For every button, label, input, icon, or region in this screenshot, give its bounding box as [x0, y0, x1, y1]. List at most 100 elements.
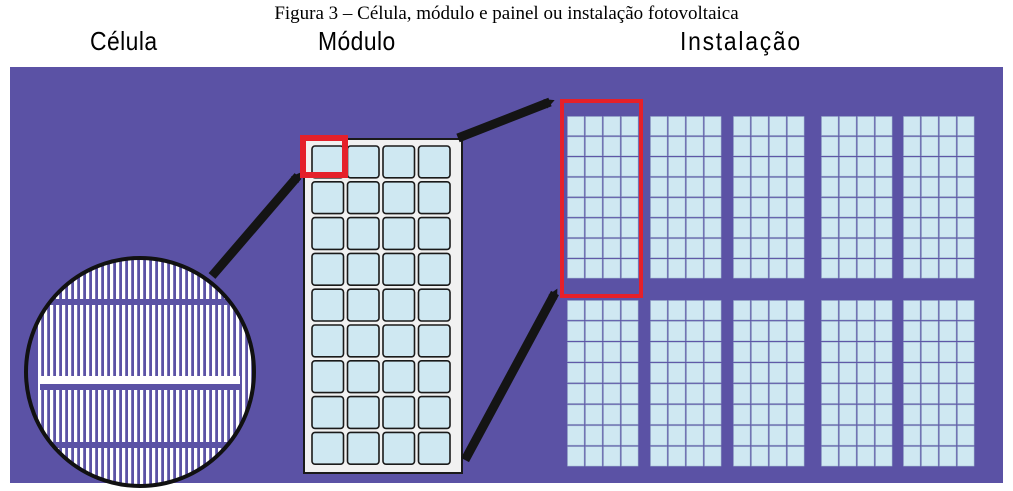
- module-cell: [382, 431, 416, 465]
- module-cell: [311, 252, 345, 286]
- installation-cell: [668, 362, 686, 383]
- installation-cell: [957, 157, 975, 177]
- installation-cell: [751, 116, 769, 136]
- cell-finger-line: [176, 258, 180, 486]
- cell-finger-line: [80, 258, 84, 486]
- cell-finger-line: [164, 258, 168, 486]
- cell-finger-line: [44, 258, 48, 486]
- installation-cell: [650, 383, 668, 404]
- cell-label: Célula: [90, 26, 158, 56]
- installation-cell: [567, 157, 585, 177]
- installation-cell: [668, 218, 686, 238]
- cell-finger-line: [248, 258, 252, 486]
- installation-cell: [567, 425, 585, 446]
- cell-busbar: [40, 376, 240, 384]
- installation-cell: [585, 157, 603, 177]
- installation-cell: [567, 136, 585, 157]
- installation-cell: [567, 321, 585, 342]
- cell-finger-line: [200, 258, 204, 486]
- installation-cell: [903, 446, 921, 467]
- installation-cell: [668, 197, 686, 218]
- installation-cell: [650, 218, 668, 238]
- module-cell: [311, 431, 345, 465]
- installation-cell: [668, 300, 686, 321]
- installation-cell: [875, 321, 893, 342]
- installation-cell: [733, 383, 751, 404]
- installation-cell: [704, 404, 722, 425]
- installation-cell: [903, 404, 921, 425]
- cell-finger-line: [56, 258, 60, 486]
- installation-cell: [903, 116, 921, 136]
- module-cell: [346, 359, 380, 394]
- installation-cell: [733, 404, 751, 425]
- cell-gap-band: [40, 384, 240, 390]
- installation-cell: [839, 425, 857, 446]
- installation-cell: [857, 177, 875, 197]
- installation-cell: [668, 342, 686, 362]
- installation-cell: [704, 177, 722, 197]
- installation-cell: [957, 383, 975, 404]
- installation-cell: [875, 157, 893, 177]
- installation-cell: [769, 258, 787, 279]
- module-cell: [417, 216, 451, 251]
- installation-cell: [903, 177, 921, 197]
- installation-cell: [957, 197, 975, 218]
- installation-cell: [857, 383, 875, 404]
- installation-cell: [567, 342, 585, 362]
- installation-cell: [957, 136, 975, 157]
- installation-cell: [875, 342, 893, 362]
- installation-cell: [704, 446, 722, 467]
- installation-cell: [921, 157, 939, 177]
- installation-cell: [751, 321, 769, 342]
- installation-cell: [957, 300, 975, 321]
- module-cell: [382, 145, 416, 179]
- installation-cell: [857, 404, 875, 425]
- installation-cell: [603, 342, 621, 362]
- installation-cell: [567, 177, 585, 197]
- installation-cell: [751, 177, 769, 197]
- installation-cell: [939, 446, 957, 467]
- cell-finger-line: [128, 258, 132, 486]
- installation-cell: [857, 258, 875, 279]
- installation-cell: [704, 157, 722, 177]
- module-cell: [311, 359, 345, 394]
- installation-cell: [686, 116, 704, 136]
- cell-finger-line: [236, 258, 240, 486]
- cell-finger-line: [92, 258, 96, 486]
- installation-cell: [921, 404, 939, 425]
- installation-cell: [585, 116, 603, 136]
- cell-finger-line: [98, 258, 102, 486]
- installation-cell: [621, 321, 639, 342]
- installation-cell: [875, 258, 893, 279]
- installation-cell: [668, 136, 686, 157]
- installation-cell: [839, 446, 857, 467]
- installation-cell: [621, 218, 639, 238]
- cell-finger-line: [218, 258, 222, 486]
- installation-cell: [939, 116, 957, 136]
- installation-cell: [603, 425, 621, 446]
- module-cell: [417, 395, 451, 430]
- module-cell: [346, 181, 380, 215]
- installation-cell: [668, 383, 686, 404]
- cell-finger-line: [206, 258, 210, 486]
- installation-cell: [875, 197, 893, 218]
- installation-cell: [704, 197, 722, 218]
- module-cell: [346, 145, 380, 179]
- module-cell: [417, 431, 451, 465]
- cell-gap-band: [40, 299, 240, 305]
- installation-cell: [939, 425, 957, 446]
- installation-cell: [769, 218, 787, 238]
- installation-cell: [939, 136, 957, 157]
- installation-cell: [621, 362, 639, 383]
- installation-cell: [751, 258, 769, 279]
- module-cell: [382, 216, 416, 251]
- cell-finger-line: [86, 258, 90, 486]
- cell-finger-line: [110, 258, 114, 486]
- installation-cell: [921, 197, 939, 218]
- installation-cell: [787, 321, 805, 342]
- installation-cell: [704, 300, 722, 321]
- installation-cell: [939, 218, 957, 238]
- installation-cell: [567, 383, 585, 404]
- cell-finger-line: [182, 258, 186, 486]
- installation-cell: [567, 197, 585, 218]
